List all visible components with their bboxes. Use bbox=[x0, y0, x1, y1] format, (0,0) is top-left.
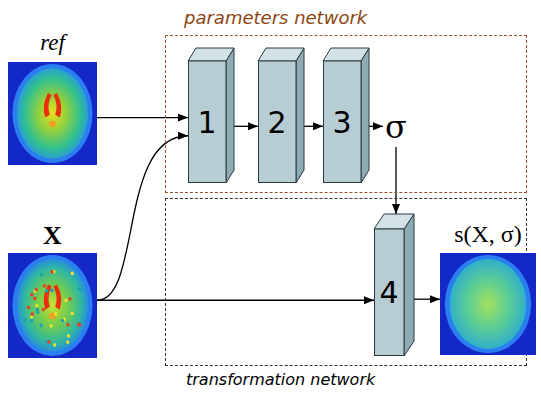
layer-number: 1 bbox=[197, 105, 216, 140]
brain-image bbox=[440, 253, 536, 355]
layer-number: 3 bbox=[332, 105, 351, 140]
arrow-connector bbox=[369, 126, 383, 127]
arrow-connector bbox=[97, 117, 188, 118]
brain-image bbox=[8, 253, 97, 358]
box-label-area: 3 bbox=[323, 61, 361, 183]
arrow-connector bbox=[414, 299, 440, 300]
layer-number: 2 bbox=[267, 105, 286, 140]
group-title: parameters network bbox=[184, 7, 367, 28]
image-node: s(X, σ) bbox=[440, 253, 536, 355]
box-label-area: 4 bbox=[374, 229, 404, 356]
image-node: X bbox=[8, 253, 97, 358]
group-title: transformation network bbox=[186, 370, 375, 389]
box-label-area: 2 bbox=[258, 61, 296, 183]
layer-box: 2 bbox=[258, 48, 304, 183]
arrow-connector bbox=[304, 126, 323, 127]
layer-box: 3 bbox=[323, 48, 369, 183]
arrow-connector bbox=[395, 147, 396, 214]
arrow-connector bbox=[97, 300, 374, 301]
image-caption: ref bbox=[0, 30, 117, 56]
brain-image bbox=[8, 62, 97, 165]
layer-number: 4 bbox=[379, 275, 398, 310]
layer-box: 1 bbox=[188, 48, 234, 183]
arrow-connector bbox=[234, 126, 258, 127]
image-caption: s(X, σ) bbox=[420, 221, 541, 248]
image-node: ref bbox=[8, 62, 97, 165]
arrow-connector bbox=[97, 136, 188, 301]
parameter-symbol: σ bbox=[383, 107, 409, 147]
network-group: parameters network123σ bbox=[165, 35, 527, 193]
layer-box: 4 bbox=[374, 214, 414, 356]
sigma-label: σ bbox=[385, 108, 407, 146]
box-label-area: 1 bbox=[188, 61, 226, 183]
image-caption: X bbox=[0, 221, 117, 251]
